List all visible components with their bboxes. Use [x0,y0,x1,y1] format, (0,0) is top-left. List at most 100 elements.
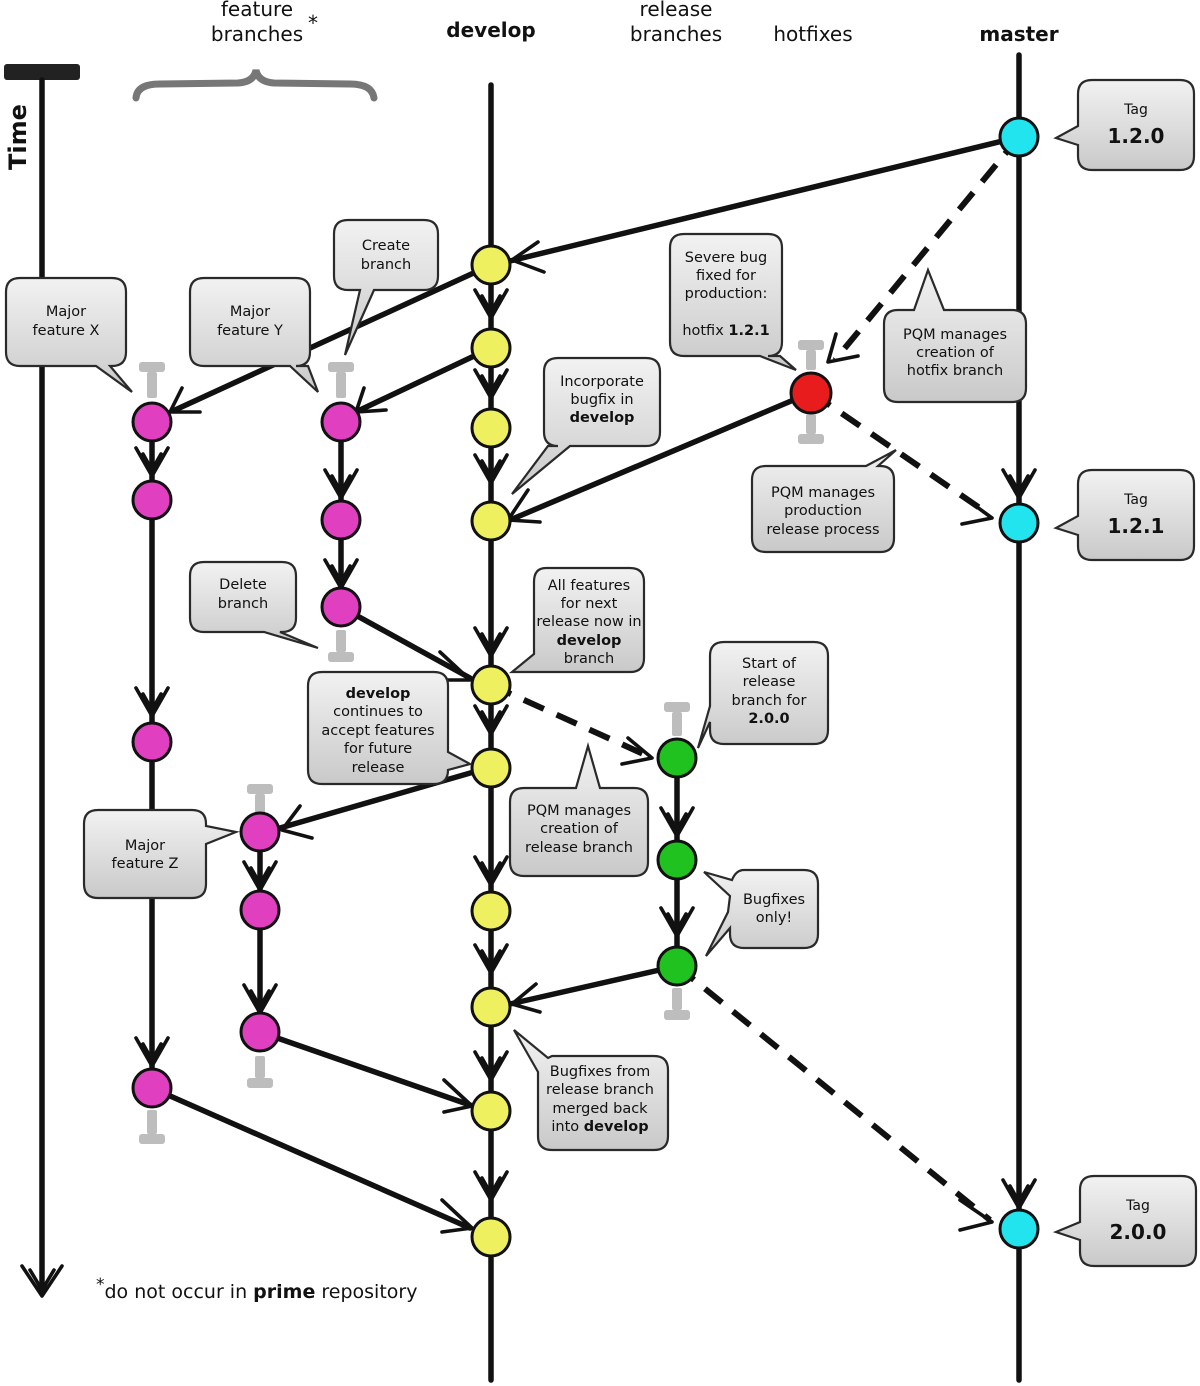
bubble-create-branch: Create branch [332,218,440,356]
tag-2-0-0: Tag 2.0.0 [1052,1174,1198,1268]
develop-commit [470,1216,512,1258]
bubble-pqm-release: PQM manages creation of release branch [508,741,650,878]
feature-brace [132,69,378,102]
feature-commit [131,721,173,763]
bubble-line: release [743,674,796,690]
tag-1-2-1: Tag 1.2.1 [1053,468,1196,562]
feature-commit [239,889,281,931]
bubble-develop-continues: develop continues to accept features for… [306,670,473,786]
bubble-line: fixed for [696,268,756,284]
bubble-line: branch for [732,693,807,709]
bubble-line: branch [564,651,614,667]
feature-commit [131,479,173,521]
header-hotfixes: hotfixes [773,22,852,46]
bubble-line: Bugfixes [743,892,805,908]
bubble-line: Bugfixes from [550,1064,650,1080]
bubble-pqm-hotfix: PQM manages creation of hotfix branch [882,266,1028,404]
bubble-line: production: [685,286,768,302]
bubble-line: Major [230,304,270,320]
tag-label: Tag [1125,1198,1150,1214]
bubble-line: develop [570,410,635,426]
bubble-line: merged back [552,1101,648,1117]
bubble-pqm-production: PQM manages production release process [750,449,897,554]
release-commit [656,737,698,779]
bubble-start-release: Start of release branch for 2.0.0 [696,640,830,749]
develop-commit [470,244,512,286]
header-develop: develop [446,18,535,42]
column-headers: feature branches * develop release branc… [211,0,1059,46]
bubble-line: feature Z [112,856,179,872]
bubble-line: for next [561,596,618,612]
develop-commit [470,986,512,1028]
header-feature-line1: feature [221,0,293,21]
feature-commit [239,1011,281,1053]
bubble-line: release process [766,522,879,538]
footnote: *do not occur in prime repository [96,1275,417,1303]
tag-1-2-0: Tag 1.2.0 [1053,78,1196,172]
feature-commit [320,499,362,541]
tag-version: 2.0.0 [1110,1220,1167,1244]
bubble-line: PQM manages [903,327,1007,343]
bubble-severe-bug: Severe bug fixed for production: hotfix … [668,232,797,372]
bubble-line: release now in [536,614,641,630]
bubble-line: Major [125,838,165,854]
bubble-bugfixes-only: Bugfixes only! [703,868,820,957]
bubble-bugfixes-from: Bugfixes from release branch merged back… [513,1029,670,1152]
header-feature-star: * [308,11,318,35]
bubble-line: PQM manages [527,803,631,819]
bubble-all-features: All features for next release now in dev… [508,566,646,674]
tag-version: 1.2.1 [1108,514,1165,538]
tag-label: Tag [1123,102,1148,118]
bubble-line: accept features [321,723,434,739]
bubble-incorporate: Incorporate bugfix in develop [511,356,662,495]
feature-commit [131,1067,173,1109]
bubble-line: creation of [540,821,619,837]
bubble-line: Start of [742,656,797,672]
develop-commit [470,327,512,369]
bubble-line: for future [344,741,412,757]
branch-lines [149,52,1022,1383]
bubble-line: develop [557,633,622,649]
develop-commit [470,664,512,706]
bubble-line: branch [218,596,268,612]
master-commit [998,116,1040,158]
feature-commit [320,401,362,443]
bubble-line: Incorporate [560,374,644,390]
bubble-delete-branch: Delete branch [188,560,319,650]
time-axis-cap [4,64,80,80]
bubble-line: continues to [333,704,423,720]
bubble-line: creation of [916,345,995,361]
bubble-line: bugfix in [570,392,633,408]
develop-commit [470,407,512,449]
bubble-line: Delete [219,577,267,593]
bubble-line: release branch [525,840,633,856]
time-label: Time [4,104,32,170]
bubble-line: only! [756,910,792,926]
bubble-line: feature Y [217,323,283,339]
release-commit [656,839,698,881]
release-commit [656,945,698,987]
bubble-line: 2.0.0 [748,711,789,727]
bubble-line: release [352,760,405,776]
header-release-line1: release [640,0,713,21]
bubble-line: hotfix 1.2.1 [682,323,769,339]
bubble-major-feature-z: Major feature Z [82,808,240,900]
master-commit [998,1208,1040,1250]
bubble-line: Create [362,238,410,254]
branch-caps [139,340,824,1144]
arrowheads [134,240,1037,1234]
master-commit [998,502,1040,544]
tag-label: Tag [1123,492,1148,508]
hotfix-commit [789,371,833,415]
bubble-line: branch [361,257,411,273]
feature-commit [131,401,173,443]
merge-lines [149,134,1022,1231]
develop-commit [470,747,512,789]
bubble-line: production [784,503,862,519]
bubble-line: PQM manages [771,485,875,501]
header-master: master [979,22,1058,46]
develop-commit [470,500,512,542]
tag-version: 1.2.0 [1108,124,1165,148]
feature-commit [320,586,362,628]
